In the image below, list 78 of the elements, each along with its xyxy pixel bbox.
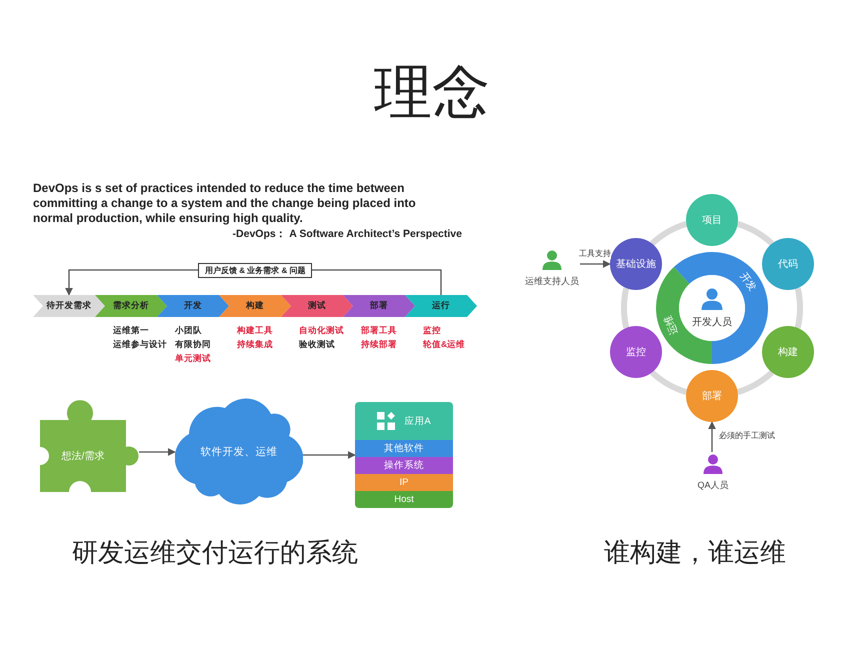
layer-label: 其他软件: [384, 442, 424, 455]
segment-label: 运维: [662, 313, 682, 338]
circle-label: 监控: [626, 346, 646, 359]
arrow: [580, 260, 611, 268]
title: 理念: [374, 59, 490, 127]
circle-label: 构建: [778, 346, 798, 359]
step-note: 监控: [423, 325, 441, 337]
circle-node: [686, 194, 738, 246]
step-note: 运维参与设计: [113, 339, 167, 351]
circle-label: 项目: [702, 214, 722, 227]
edge-label: 必须的手工测试: [719, 430, 775, 440]
arrow: [708, 421, 716, 452]
step-label: 需求分析: [113, 300, 149, 312]
stack-layer: [355, 440, 453, 457]
step-note: 持续部署: [361, 339, 397, 351]
chevron-step: [95, 295, 167, 317]
segment-label: 开发: [736, 270, 760, 295]
person-label: 运维支持人员: [525, 275, 579, 288]
step-note: 自动化测试: [299, 325, 344, 337]
quote-text: DevOps is s set of practices intended to reduce the time between committing a change to a system and the change being placed into normal production, while ensuring high quality.: [33, 181, 417, 226]
step-label: 构建: [246, 300, 264, 312]
connector-line: [650, 370, 688, 395]
circle-node: [686, 370, 738, 422]
circle-label: 基础设施: [616, 258, 656, 271]
node-label: 想法/需求: [62, 450, 104, 463]
step-note: 部署工具: [361, 325, 397, 337]
cloud-shape: [175, 398, 303, 506]
step-note: 运维第一: [113, 325, 149, 337]
step-label: 测试: [308, 300, 326, 312]
citation: -DevOps： A Software Architect’s Perspective: [232, 227, 462, 241]
stack-layer: [355, 457, 453, 474]
arrow: [139, 448, 176, 456]
edge-label: 工具支持: [579, 248, 611, 258]
hub-label: 开发人员: [692, 316, 732, 328]
step-label: 运行: [432, 300, 450, 312]
puzzle-piece: [38, 400, 139, 493]
layer-label: Host: [394, 494, 414, 505]
panel-caption: 研发运维交付运行的系统: [72, 536, 358, 569]
circle-label: 部署: [702, 390, 722, 403]
person-label: QA人员: [697, 479, 728, 492]
layer-label: IP: [400, 477, 408, 488]
circle-node: [610, 326, 662, 378]
step-label: 待开发需求: [46, 300, 92, 312]
step-note: 小团队: [175, 325, 202, 337]
connector-line: [736, 221, 774, 246]
step-note: 单元测试: [175, 353, 211, 365]
step-label: 开发: [184, 300, 202, 312]
circle-label: 代码: [778, 258, 798, 271]
chevron-step: [281, 295, 353, 317]
chevron-step: [157, 295, 229, 317]
step-note: 轮值&运维: [423, 339, 466, 351]
step-note: 有限协同: [175, 339, 211, 351]
chevron-step: [405, 295, 477, 317]
connector-line: [650, 221, 688, 246]
stack-layer: [355, 491, 453, 508]
connector-line: [794, 288, 803, 328]
step-label: 部署: [370, 300, 388, 312]
step-note: 验收测试: [299, 339, 335, 351]
circle-node: [762, 238, 814, 290]
ring-segment: [656, 267, 712, 364]
panel-caption: 谁构建，谁运维: [604, 536, 786, 569]
step-note: 持续集成: [237, 339, 273, 351]
node-label: 软件开发、运维: [200, 445, 278, 459]
step-note: 构建工具: [237, 325, 273, 337]
stack-layer: [355, 474, 453, 491]
chevron-step: [219, 295, 291, 317]
layer-label: 应用A: [404, 414, 431, 428]
circle-node: [762, 326, 814, 378]
stack-panel: [355, 402, 453, 508]
circle-node: [610, 238, 662, 290]
chevron-step: [343, 295, 415, 317]
layer-label: 操作系统: [384, 459, 424, 472]
chevron-step: [33, 295, 105, 317]
connector-line: [621, 288, 630, 328]
arrow: [303, 451, 356, 459]
connector-line: [736, 370, 774, 395]
edge-label: 用户反馈 & 业务需求 & 问题: [198, 262, 312, 278]
stack-layer: [355, 402, 453, 440]
